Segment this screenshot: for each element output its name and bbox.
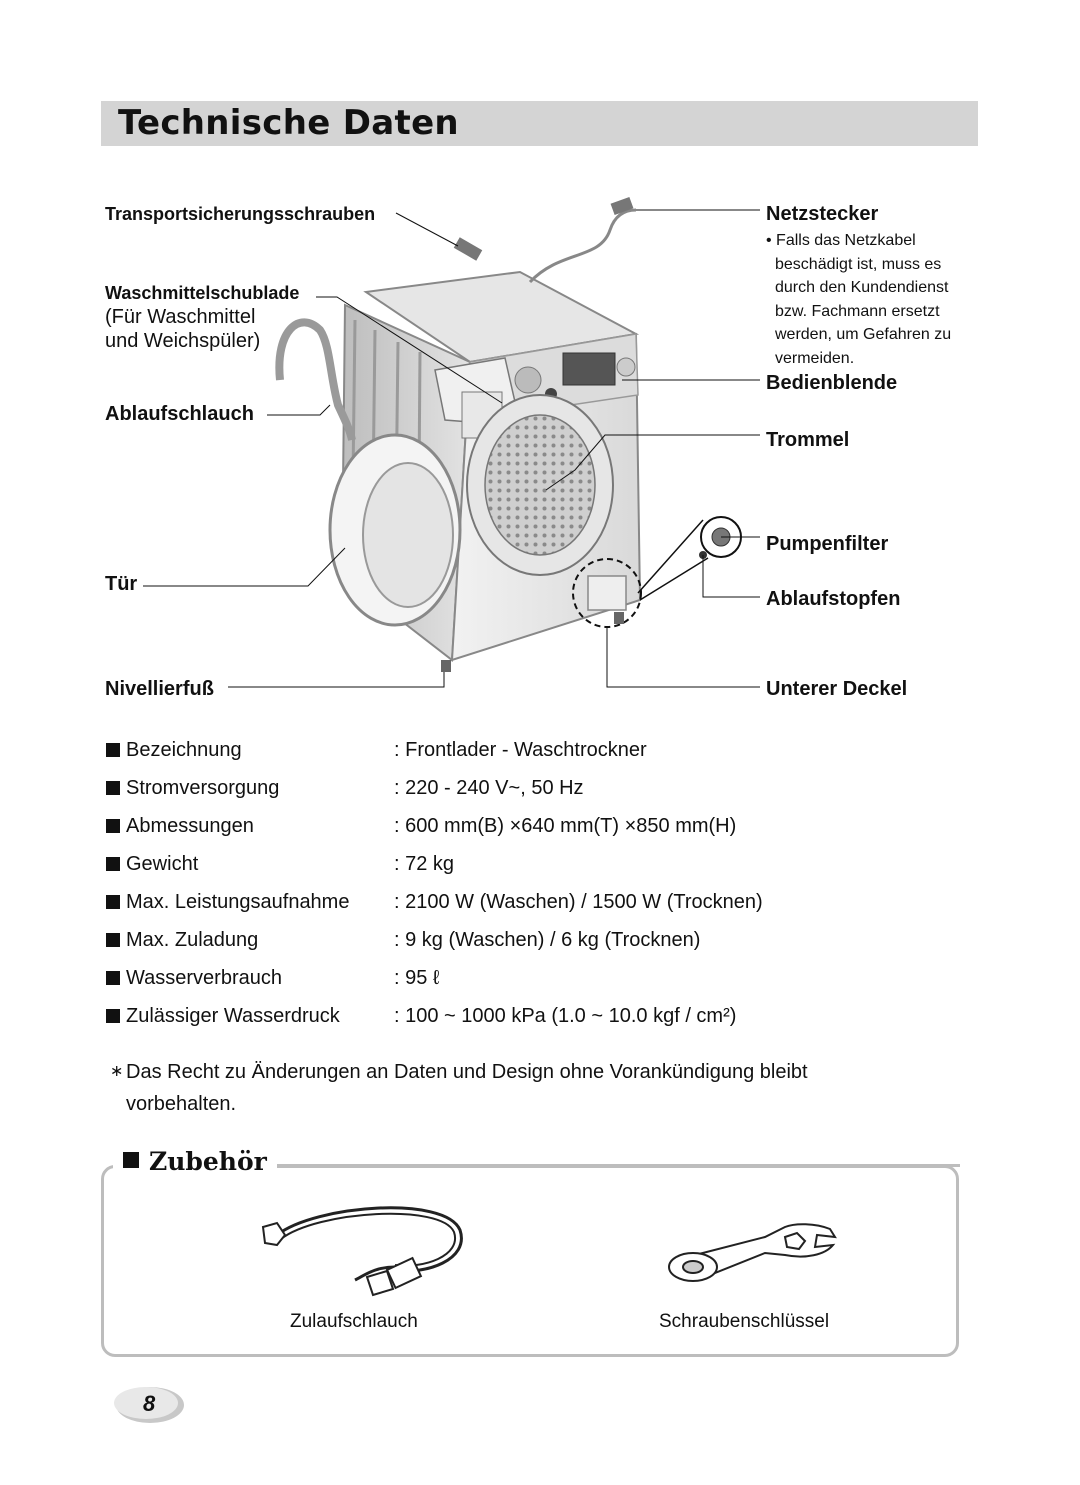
- bullet-square-icon: [106, 819, 120, 833]
- bullet-square-icon: [106, 743, 120, 757]
- spec-value: : 2100 W (Waschen) / 1500 W (Trocknen): [394, 891, 763, 913]
- spec-name: Max. Zuladung: [126, 929, 259, 951]
- spec-value: : 72 kg: [394, 853, 455, 875]
- page-title: Technische Daten: [118, 103, 459, 143]
- label-power-plug: Netzstecker: [766, 203, 879, 225]
- note-line: bzw. Fachmann ersetzt: [775, 302, 940, 320]
- title-bar: Technische Daten: [101, 101, 978, 146]
- accessories-divider: [270, 1164, 960, 1167]
- label-door: Tür: [105, 573, 138, 595]
- note-line: beschädigt ist, muss es: [775, 255, 942, 273]
- spec-name: Stromversorgung: [126, 777, 280, 799]
- spec-row: Zulässiger Wasserdruck : 100 ~ 1000 kPa (…: [106, 1005, 866, 1043]
- spec-row: Stromversorgung : 220 - 240 V~, 50 Hz: [106, 777, 866, 815]
- label-detergent-drawer: Waschmittelschublade: [105, 283, 300, 303]
- spec-value: : Frontlader - Waschtrockner: [394, 739, 647, 761]
- bullet-square-icon: [106, 1009, 120, 1023]
- spec-row: Abmessungen : 600 mm(B) ×640 mm(T) ×850 m…: [106, 815, 866, 853]
- spec-row: Max. Zuladung : 9 kg (Waschen) / 6 kg (Tr…: [106, 929, 866, 967]
- drum-shape: [484, 414, 596, 556]
- spec-name: Zulässiger Wasserdruck: [126, 1005, 340, 1027]
- bullet-square-icon: [106, 895, 120, 909]
- spec-name: Gewicht: [126, 853, 199, 875]
- power-plug-note: • Falls das Netzkabel beschädigt ist, mu…: [766, 229, 951, 370]
- accessories-title: Zubehör: [149, 1147, 267, 1176]
- asterisk-icon: ∗: [110, 1063, 124, 1080]
- spec-row: Wasserverbrauch : 95 ℓ: [106, 967, 866, 1005]
- bullet-square-icon: [106, 781, 120, 795]
- disclaimer-line: Das Recht zu Änderungen an Daten und Des…: [126, 1061, 808, 1083]
- label-detergent-sub2: und Weichspüler): [105, 330, 261, 352]
- label-pump-filter: Pumpenfilter: [766, 533, 889, 555]
- label-detergent-sub1: (Für Waschmittel: [105, 306, 256, 328]
- bullet-square-icon: [106, 971, 120, 985]
- disclaimer-line: vorbehalten.: [126, 1093, 237, 1115]
- label-drain-plug: Ablaufstopfen: [766, 588, 901, 610]
- disclaimer-footnote: ∗ Das Recht zu Änderungen an Daten und D…: [110, 1056, 900, 1120]
- spec-value: : 220 - 240 V~, 50 Hz: [394, 777, 584, 799]
- note-line: durch den Kundendienst: [775, 279, 949, 296]
- lower-cover-shape: [587, 575, 627, 611]
- spec-name: Bezeichnung: [126, 739, 242, 761]
- label-control-panel: Bedienblende: [766, 372, 898, 394]
- note-line: werden, um Gefahren zu: [775, 326, 952, 343]
- accessories-heading: Zubehör: [113, 1142, 277, 1182]
- drain-hose-shape: [275, 318, 356, 441]
- spec-name: Abmessungen: [126, 815, 254, 837]
- spec-value: : 95 ℓ: [394, 967, 440, 989]
- label-lower-cover: Unterer Deckel: [766, 678, 908, 700]
- bullet-square-icon: [106, 933, 120, 947]
- spec-row: Bezeichnung : Frontlader - Waschtrockner: [106, 739, 866, 777]
- wrench-icon: [668, 1223, 837, 1282]
- spec-row: Gewicht : 72 kg: [106, 853, 866, 891]
- power-cord-shape: [528, 208, 637, 284]
- label-drum: Trommel: [766, 429, 850, 451]
- spec-name: Max. Leistungsaufnahme: [126, 891, 350, 913]
- spec-name: Wasserverbrauch: [126, 967, 282, 989]
- spec-list: Bezeichnung: Frontlader - Waschtrockner …: [106, 739, 866, 1043]
- bullet-square-icon: [106, 857, 120, 871]
- inlet-hose-icon: [261, 1206, 463, 1297]
- label-transport-screws: Transportsicherungsschrauben: [105, 204, 376, 224]
- page-badge-shape: [114, 1387, 184, 1423]
- spec-row: Max. Leistungsaufnahme : 2100 W (Waschen)…: [106, 891, 866, 929]
- page-number: 8: [143, 1391, 156, 1416]
- accessory-label: Zulaufschlauch: [290, 1311, 418, 1332]
- label-leveling-foot: Nivellierfuß: [105, 678, 214, 700]
- door-glass: [362, 462, 454, 608]
- spec-value: : 9 kg (Waschen) / 6 kg (Trocknen): [394, 929, 701, 951]
- note-line: • Falls das Netzkabel: [766, 232, 916, 249]
- note-line: vermeiden.: [775, 349, 855, 367]
- accessory-label: Schraubenschlüssel: [659, 1311, 830, 1332]
- spec-value: : 600 mm(B) ×640 mm(T) ×850 mm(H): [394, 815, 737, 837]
- label-drain-hose: Ablaufschlauch: [105, 403, 254, 425]
- bullet-square-icon: [123, 1152, 139, 1168]
- washing-machine-diagram: [143, 196, 760, 688]
- page-number-badge: 8: [110, 1386, 184, 1424]
- spec-value: : 100 ~ 1000 kPa (1.0 ~ 10.0 kgf / cm²): [394, 1005, 737, 1027]
